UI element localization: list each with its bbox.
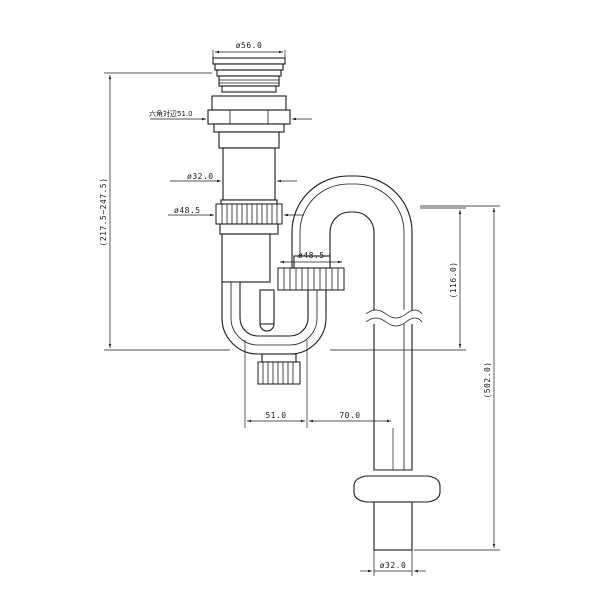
cleanout-cap: [257, 353, 301, 385]
dim-height-range: (217.5~247.5): [99, 72, 230, 351]
offset-left-label: 51.0: [265, 411, 286, 420]
trap-u-bend: [221, 281, 327, 355]
wall-flange: [353, 475, 441, 503]
dim-riser-height: (116.0): [330, 207, 466, 351]
hex-nut: [207, 95, 291, 149]
total-drop-label: (502.0): [483, 361, 492, 398]
dim-outlet: ø32.0: [360, 550, 426, 576]
offset-right-label: 70.0: [339, 411, 360, 420]
dim-total-drop: (502.0): [414, 205, 500, 551]
right-nut-label: ø48.5: [298, 251, 325, 260]
riser-height-label: (116.0): [449, 261, 458, 298]
dim-offsets: 51.0 70.0: [244, 340, 394, 470]
inlet-pipe-label: ø32.0: [187, 172, 214, 181]
top-diameter-label: ø56.0: [236, 41, 263, 50]
outlet-label: ø32.0: [380, 561, 407, 570]
hex-label: 六角対辺51.0: [149, 109, 193, 118]
right-knurled-nut: [277, 267, 345, 291]
height-range-label: (217.5~247.5): [99, 177, 108, 246]
left-knurled-nut: [215, 203, 283, 235]
drain-cap-assembly: [212, 57, 286, 93]
dim-top-diameter: ø56.0: [212, 41, 286, 58]
left-nut-label: ø48.5: [174, 206, 201, 215]
dim-right-nut: ø48.5: [280, 251, 342, 264]
trap-inlet-pipe: [221, 233, 271, 283]
inlet-pipe: [220, 147, 278, 205]
outlet-pipe: [373, 501, 413, 551]
dim-left-nut: ø48.5: [168, 206, 304, 217]
dim-inlet-pipe: ø32.0: [170, 172, 297, 183]
pipe-break-mark: [365, 309, 423, 327]
dim-hex: 六角対辺51.0: [149, 109, 312, 121]
